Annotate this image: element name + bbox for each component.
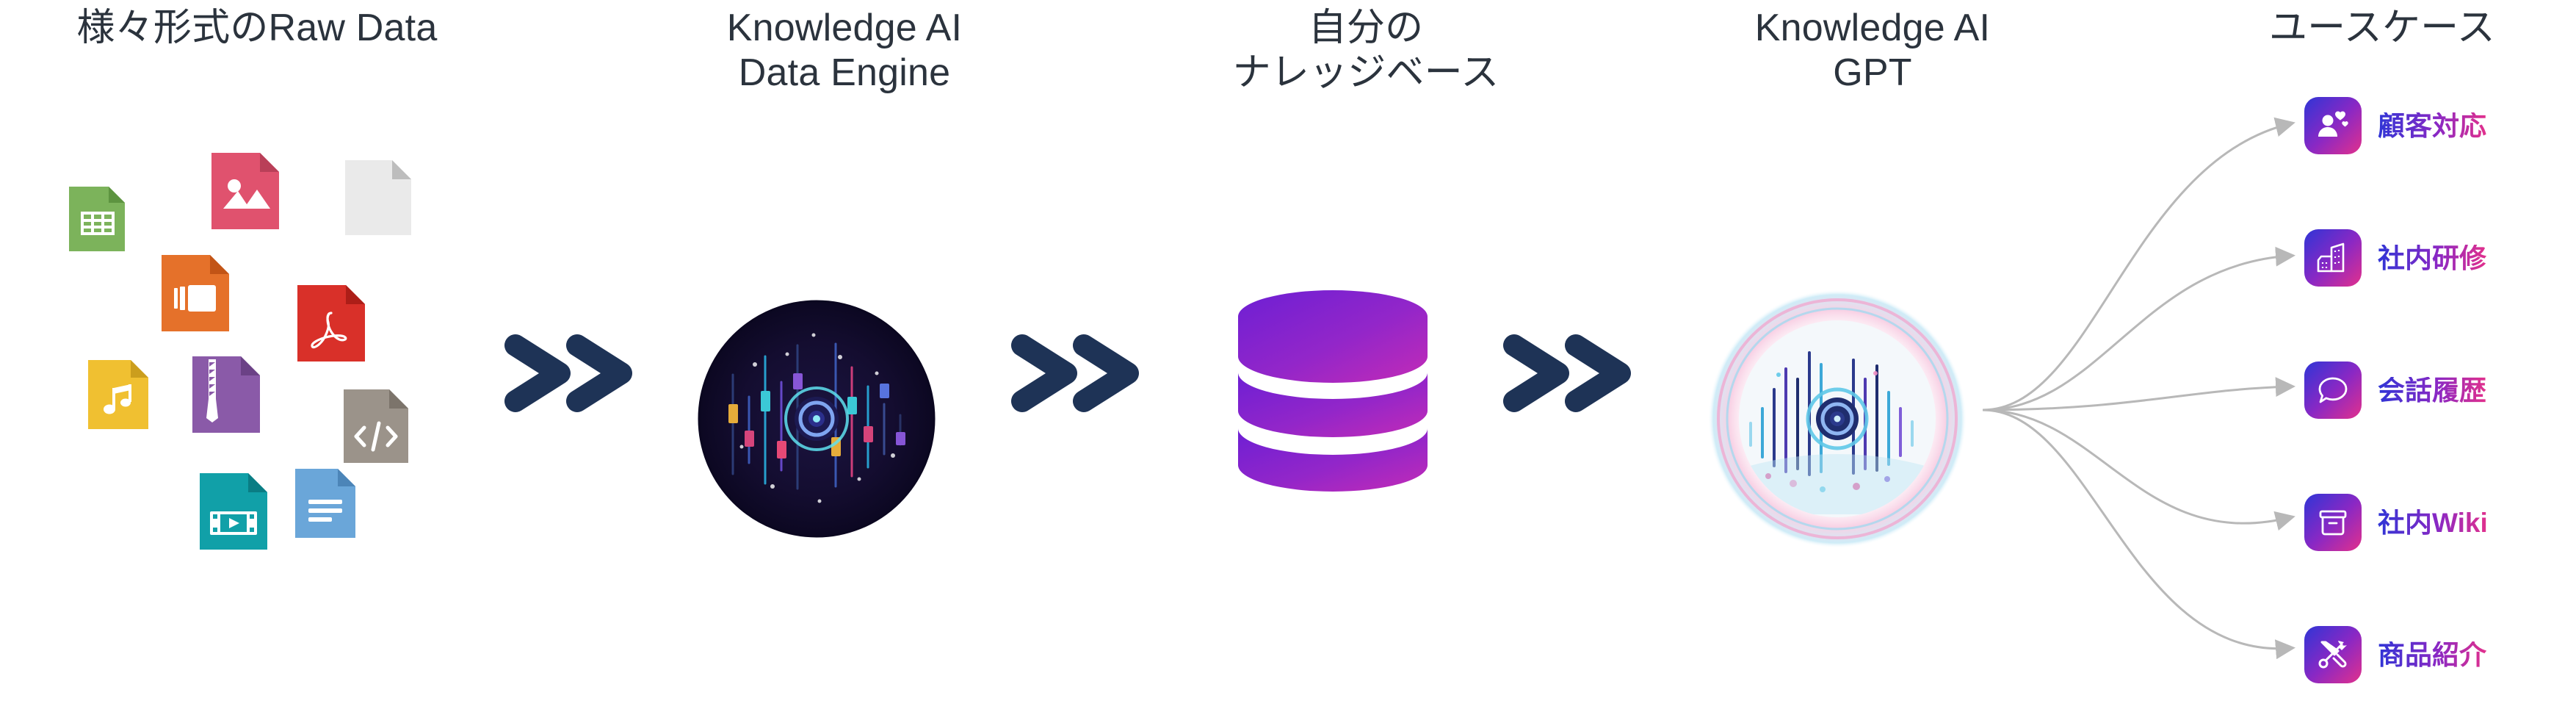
knowledge-base-database-icon: [1234, 290, 1432, 503]
heading-raw-data: 様々形式のRaw Data: [76, 7, 438, 49]
use-case-connector-lines: [1982, 44, 2350, 720]
use-case-item-product-intro[interactable]: 商品紹介: [2304, 623, 2576, 686]
building-training-icon: [2304, 229, 2362, 287]
use-case-item-customer-support[interactable]: 顧客対応: [2304, 94, 2576, 157]
raw-data-file-cluster: [59, 132, 470, 632]
chevron-raw-to-engine: [499, 329, 639, 417]
chat-history-icon: [2304, 362, 2362, 419]
use-case-list: 顧客対応 社内研修: [2304, 94, 2576, 697]
heading-data-engine: Knowledge AI Data Engine: [726, 7, 963, 95]
heading-knowledge-base: 自分の ナレッジベース: [1232, 7, 1499, 95]
use-case-label: 社内Wiki: [2378, 507, 2488, 538]
use-case-item-chat-history[interactable]: 会話履歴: [2304, 359, 2576, 422]
use-case-label: 顧客対応: [2378, 110, 2486, 141]
tools-product-icon: [2304, 626, 2362, 683]
use-case-label: 社内研修: [2378, 242, 2486, 273]
customer-support-icon: [2304, 97, 2362, 154]
data-engine-orb-icon: [684, 287, 949, 551]
archive-wiki-icon: [2304, 494, 2362, 551]
heading-use-cases: ユースケース: [2268, 7, 2495, 49]
chevron-engine-to-kb: [1006, 329, 1146, 417]
knowledge-ai-gpt-orb-icon: [1705, 287, 1969, 551]
chevron-kb-to-gpt: [1498, 329, 1638, 417]
use-case-item-internal-wiki[interactable]: 社内Wiki: [2304, 491, 2576, 554]
use-case-item-internal-training[interactable]: 社内研修: [2304, 226, 2576, 289]
use-case-label: 商品紹介: [2378, 639, 2486, 670]
heading-knowledge-ai-gpt: Knowledge AI GPT: [1754, 7, 1991, 95]
use-case-label: 会話履歴: [2378, 375, 2486, 406]
